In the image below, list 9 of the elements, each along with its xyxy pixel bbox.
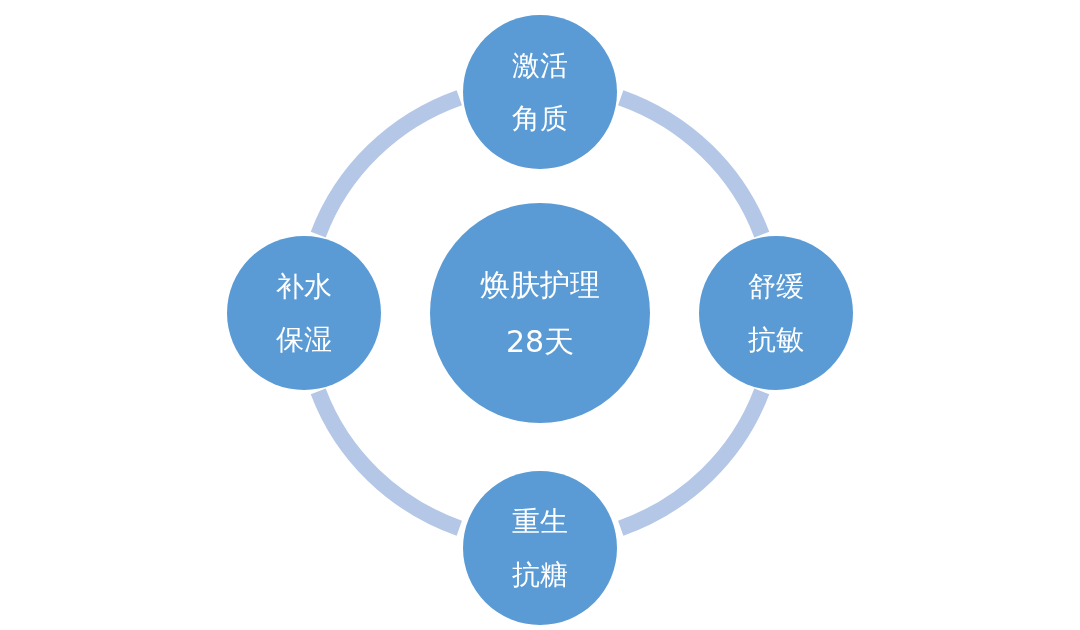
node-label: 焕肤护理28天 (479, 266, 601, 361)
ring-arc (617, 388, 770, 536)
node-label: 舒缓抗敏 (747, 268, 805, 358)
node-label: 激活角质 (511, 47, 569, 137)
node-label: 重生抗糖 (511, 503, 569, 593)
ring-arc (310, 388, 463, 536)
ring-arc (310, 90, 463, 238)
ring-arc (617, 90, 770, 238)
node-label: 补水保湿 (275, 268, 333, 358)
